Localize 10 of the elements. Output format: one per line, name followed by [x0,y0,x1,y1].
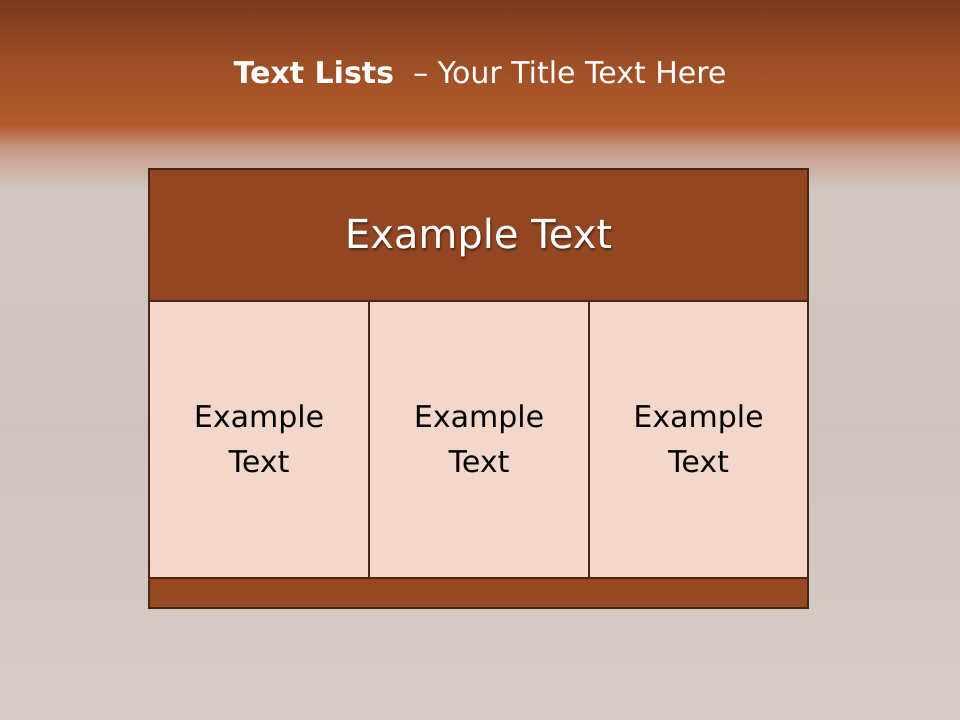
content-box [588,300,809,579]
footer-bar [148,577,809,609]
content-box [148,300,370,579]
slide-title: Text Lists – Your Title Text Here [232,56,728,91]
content-box [368,300,590,579]
content-text: Example Text [412,398,546,482]
content-text: Example Text [192,398,326,482]
header-box [148,168,809,302]
content-text: Example Text [632,398,765,482]
header-text: Example Text [344,211,612,260]
